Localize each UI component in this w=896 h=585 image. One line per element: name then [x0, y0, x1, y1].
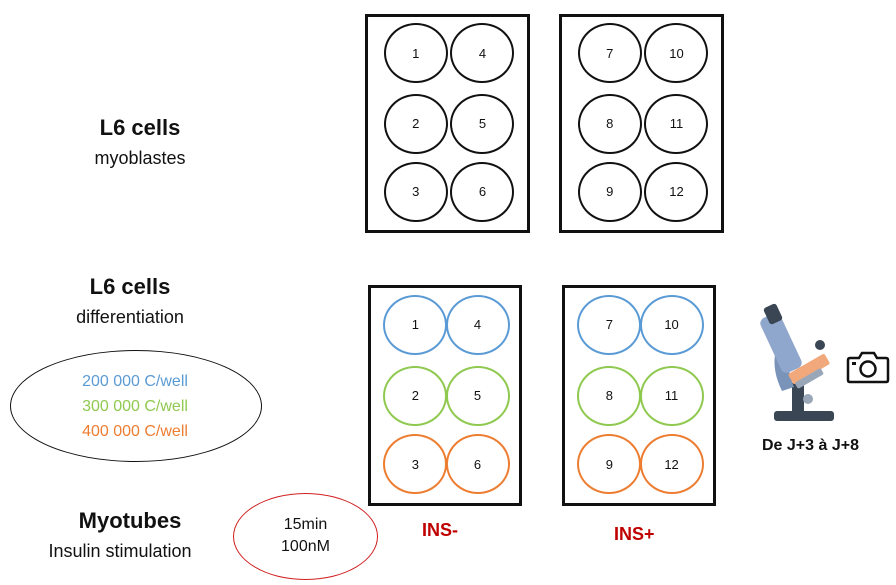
- well-4: 4: [450, 23, 515, 84]
- density-400k: 400 000 C/well: [82, 423, 188, 440]
- row2-subtitle: differentiation: [76, 307, 184, 327]
- well-3: 3: [383, 161, 448, 222]
- well-10: 10: [644, 23, 709, 84]
- well-1: 1: [383, 294, 448, 355]
- row3-title: Myotubes: [78, 508, 182, 533]
- ins-minus-label: INS-: [422, 520, 458, 540]
- well-7: 7: [577, 294, 642, 355]
- well-5: 5: [450, 93, 515, 154]
- well-7: 7: [577, 23, 642, 84]
- well-5: 5: [445, 365, 510, 426]
- camera-icon: [846, 351, 890, 384]
- well-2: 2: [383, 93, 448, 154]
- well-9: 9: [577, 161, 642, 222]
- well-4: 4: [445, 294, 510, 355]
- well-11: 11: [644, 93, 709, 154]
- well-6: 6: [450, 161, 515, 222]
- stimulation-concentration: 100nM: [281, 538, 330, 555]
- well-12: 12: [639, 434, 704, 495]
- well-6: 6: [445, 434, 510, 495]
- well-11: 11: [639, 365, 704, 426]
- well-3: 3: [383, 434, 448, 495]
- well-1: 1: [383, 23, 448, 84]
- row1-title: L6 cells: [99, 115, 181, 140]
- imaging-caption: De J+3 à J+8: [762, 437, 859, 454]
- well-9: 9: [577, 434, 642, 495]
- well-2: 2: [383, 365, 448, 426]
- well-12: 12: [644, 161, 709, 222]
- row3-subtitle: Insulin stimulation: [48, 541, 192, 561]
- well-8: 8: [577, 93, 642, 154]
- density-200k: 200 000 C/well: [82, 373, 188, 390]
- row2-title: L6 cells: [89, 274, 171, 299]
- well-8: 8: [577, 365, 642, 426]
- microscope-icon: [760, 303, 834, 421]
- density-300k: 300 000 C/well: [82, 398, 188, 415]
- ins-plus-label: INS+: [614, 524, 655, 544]
- stimulation-duration: 15min: [283, 516, 328, 533]
- density-oval: [10, 350, 262, 462]
- stimulation-oval: [233, 493, 378, 580]
- well-10: 10: [639, 294, 704, 355]
- row1-subtitle: myoblastes: [94, 148, 186, 168]
